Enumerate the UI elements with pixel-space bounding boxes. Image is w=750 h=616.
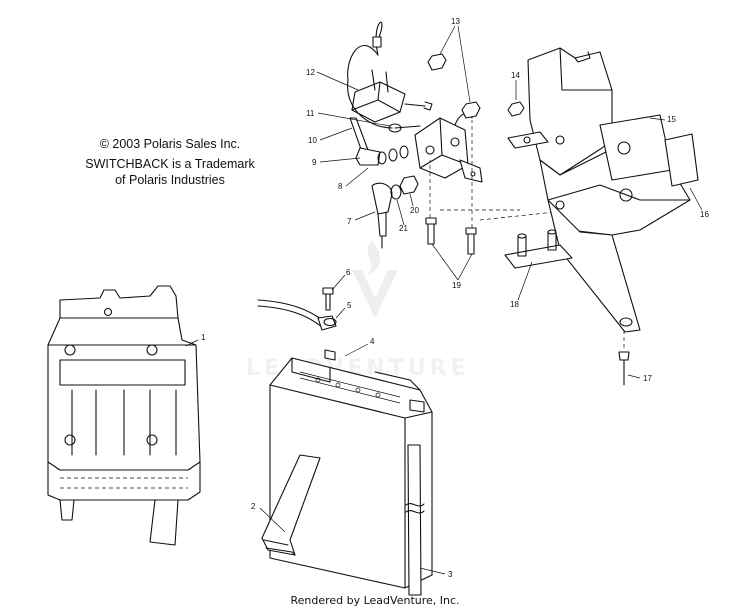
callout-21: 21 [399, 224, 408, 233]
trademark-note-line1: SWITCHBACK is a Trademark [85, 157, 255, 171]
callout-labels: 1 2 3 4 5 6 7 8 9 10 11 12 13 14 15 16 1… [201, 17, 709, 579]
callout-15: 15 [667, 115, 676, 124]
callout-5: 5 [347, 301, 352, 310]
callout-6: 6 [346, 268, 351, 277]
solenoid [414, 112, 483, 183]
leader-lines [185, 25, 703, 575]
mounting-bracket [507, 47, 699, 333]
callout-7: 7 [347, 217, 352, 226]
cable-terminal [371, 182, 393, 249]
vent-tube [405, 444, 425, 596]
battery-strap [261, 454, 321, 556]
callout-17: 17 [643, 374, 652, 383]
callout-19: 19 [452, 281, 461, 290]
bolt [322, 287, 334, 311]
bolts-bottom [425, 120, 556, 255]
battery-holder [47, 285, 201, 546]
callout-12: 12 [306, 68, 315, 77]
relay-block [347, 21, 433, 129]
callout-4: 4 [370, 337, 375, 346]
callout-1: 1 [201, 333, 206, 342]
washer [323, 317, 337, 327]
nuts-top [427, 53, 481, 119]
cross-bar [504, 229, 573, 269]
nuts [390, 175, 419, 200]
rivet [618, 330, 630, 386]
copyright-note: © 2003 Polaris Sales Inc. [99, 137, 241, 151]
callout-3: 3 [448, 570, 453, 579]
hardware-small [349, 117, 409, 166]
nut-14 [507, 101, 525, 117]
callout-9: 9 [312, 158, 317, 167]
callout-20: 20 [410, 206, 419, 215]
callout-8: 8 [338, 182, 343, 191]
watermark-logo: LEADVENTURE [246, 240, 466, 381]
callout-10: 10 [308, 136, 317, 145]
callout-11: 11 [306, 109, 315, 118]
callout-13: 13 [451, 17, 460, 26]
battery [269, 349, 433, 589]
battery-cable [257, 299, 337, 331]
callout-2: 2 [251, 502, 256, 511]
footer-credit: Rendered by LeadVenture, Inc. [290, 594, 460, 607]
callout-14: 14 [511, 71, 520, 80]
callout-18: 18 [510, 300, 519, 309]
callout-16: 16 [700, 210, 709, 219]
trademark-note-line2: of Polaris Industries [115, 173, 225, 187]
